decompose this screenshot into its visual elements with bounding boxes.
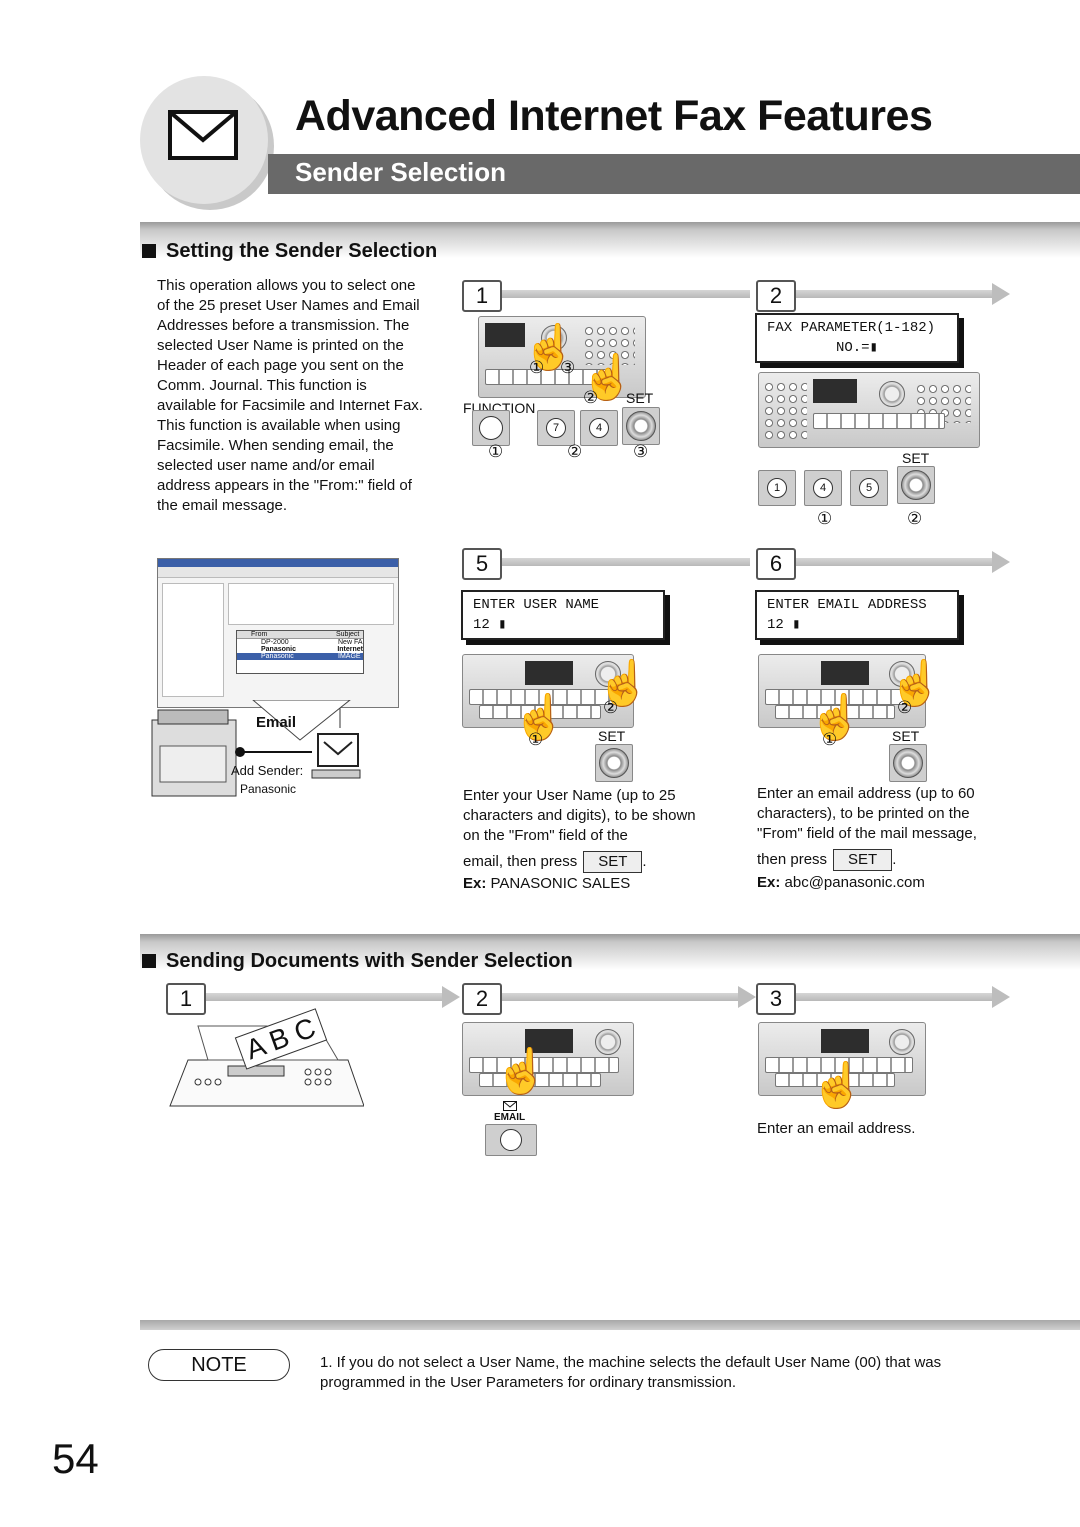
bullet-square-icon: [142, 954, 156, 968]
step-number: 2: [462, 983, 502, 1015]
set-key: [889, 744, 927, 782]
step-description: Enter your User Name (up to 25 character…: [463, 787, 696, 844]
marker: ③: [633, 442, 649, 461]
step-description: Enter an email address.: [757, 1120, 916, 1137]
section-band: [140, 934, 1080, 970]
note-badge: NOTE: [148, 1349, 290, 1381]
key-7: 7: [537, 410, 575, 446]
pointing-hand-icon: ☝: [810, 1061, 865, 1110]
email-key-label: EMAIL: [494, 1112, 526, 1123]
function-key: [472, 410, 510, 446]
add-sender-label: Add Sender:: [231, 763, 304, 778]
example-text: Ex: abc@panasonic.com: [757, 874, 925, 891]
marker: ①: [822, 730, 838, 749]
marker: ②: [583, 388, 599, 407]
marker: ②: [567, 442, 583, 461]
lcd-display: ENTER USER NAME 12 ▮: [461, 590, 665, 640]
control-panel-illustration: [758, 372, 980, 448]
step-arrow: [206, 993, 442, 1001]
page-subtitle: Sender Selection: [295, 157, 506, 187]
envelope-icon: [168, 110, 238, 160]
control-panel-illustration: [478, 316, 646, 398]
step-number: 3: [756, 983, 796, 1015]
marker: ①: [529, 358, 545, 377]
step-number: 5: [462, 548, 502, 580]
step-arrow: [502, 993, 738, 1001]
subtitle-bar: [268, 154, 1080, 194]
bullet-square-icon: [142, 244, 156, 258]
pointing-hand-icon: ☝: [494, 1047, 549, 1096]
footer-bar: [140, 1320, 1080, 1330]
step-number: 1: [462, 280, 502, 312]
set-key: [622, 407, 660, 445]
step-number: 6: [756, 548, 796, 580]
control-panel-illustration: [462, 1022, 634, 1096]
note-text: 1. If you do not select a User Name, the…: [320, 1354, 942, 1391]
set-key: [595, 744, 633, 782]
marker: ②: [897, 698, 913, 717]
email-key: [485, 1124, 537, 1156]
page-title: Advanced Internet Fax Features: [295, 92, 933, 140]
marker: ①: [488, 442, 504, 461]
step-arrow: [796, 993, 992, 1001]
arrow-head-icon: [992, 283, 1010, 305]
sender-name: Panasonic: [240, 782, 297, 796]
marker: ③: [560, 358, 576, 377]
step-description: Enter an email address (up to 60 charact…: [757, 785, 977, 842]
pointing-hand-icon: ☝: [888, 659, 943, 708]
control-panel-illustration: [462, 654, 634, 728]
step-arrow: [502, 558, 750, 566]
pointing-hand-icon: ☝: [808, 693, 863, 742]
intro-text: This operation allows you to select one …: [157, 277, 423, 514]
section-heading: Setting the Sender Selection: [142, 240, 437, 263]
arrow-head-icon: [442, 986, 460, 1008]
key-5: 5: [850, 470, 888, 506]
marker: ①: [528, 730, 544, 749]
step-number: 2: [756, 280, 796, 312]
pointing-hand-icon: ☝: [522, 323, 577, 372]
set-label: SET: [892, 728, 920, 744]
example-text: Ex: PANASONIC SALES: [463, 875, 631, 892]
set-key: [897, 466, 935, 504]
pointing-hand-icon: ☝: [596, 659, 651, 708]
email-icon: [503, 1101, 517, 1111]
set-button-inline: SET: [833, 849, 893, 871]
key-4: 4: [804, 470, 842, 506]
pointing-hand-icon: ☝: [580, 353, 635, 402]
marker: ②: [907, 509, 923, 528]
fax-machine-illustration: [151, 700, 361, 797]
step-number: 1: [166, 983, 206, 1015]
arrow-head-icon: [992, 986, 1010, 1008]
step-arrow: [796, 290, 992, 298]
email-label: Email: [256, 714, 297, 731]
marker: ②: [603, 698, 619, 717]
section-band: [140, 222, 1080, 258]
step-arrow: [796, 558, 992, 566]
key-1: 1: [758, 470, 796, 506]
section-heading: Sending Documents with Sender Selection: [142, 950, 573, 973]
arrow-head-icon: [738, 986, 756, 1008]
set-label: SET: [598, 728, 626, 744]
page-number: 54: [52, 1435, 99, 1482]
lcd-display: FAX PARAMETER(1-182) NO.=▮: [755, 313, 959, 363]
pointing-hand-icon: ☝: [512, 693, 567, 742]
control-panel-illustration: [758, 1022, 926, 1096]
set-label: SET: [626, 390, 654, 406]
lcd-display: ENTER EMAIL ADDRESS 12 ▮: [755, 590, 959, 640]
control-panel-illustration: [758, 654, 926, 728]
step-arrow: [502, 290, 750, 298]
key-4: 4: [580, 410, 618, 446]
set-label: SET: [902, 450, 930, 466]
arrow-head-icon: [992, 551, 1010, 573]
marker: ①: [817, 509, 833, 528]
set-button-inline: SET: [583, 851, 643, 873]
